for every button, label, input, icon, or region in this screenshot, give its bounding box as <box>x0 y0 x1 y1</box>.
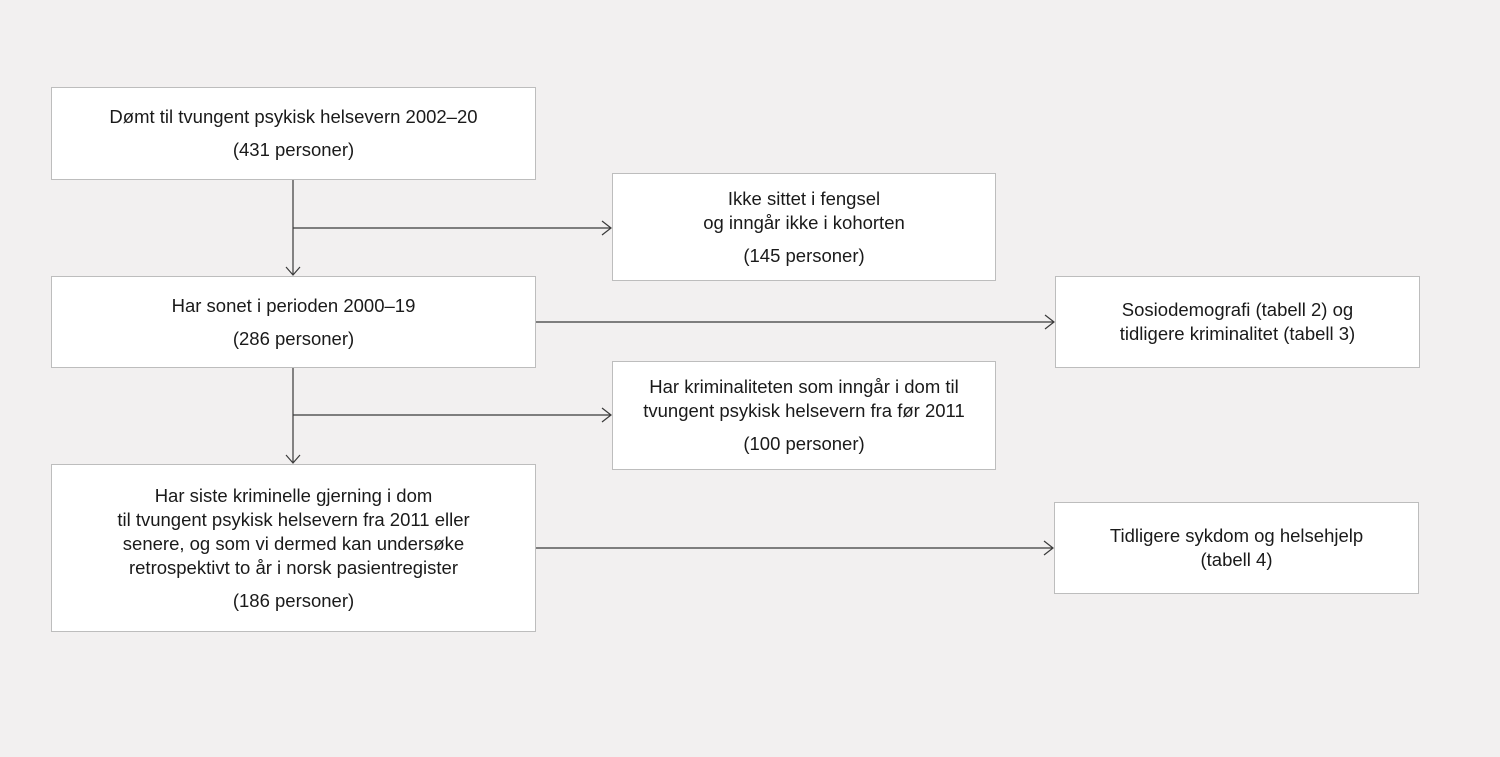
box-text: Sosiodemografi (tabell 2) og <box>1121 299 1354 320</box>
box-text: senere, og som vi dermed kan undersøke <box>122 532 465 554</box>
box-text: til tvungent psykisk helsevern fra 2011 … <box>117 508 470 530</box>
box-text: (tabell 4) <box>1200 549 1273 570</box>
person-count: (145 personer) <box>743 244 865 266</box>
person-count: (100 personer) <box>743 433 865 454</box>
box-excluded-no-prison: Ikke sittet i fengsel og inngår ikke i k… <box>612 173 996 281</box>
box-served-sentence: Har sonet i perioden 2000–19 (286 person… <box>51 276 536 368</box>
box-text: Dømt til tvungent psykisk helsevern 2002… <box>109 106 478 127</box>
box-final-cohort: Har siste kriminelle gjerning i dom til … <box>51 464 536 632</box>
box-text: Tidligere sykdom og helsehjelp <box>1109 525 1364 546</box>
box-text: Ikke sittet i fengsel <box>727 187 881 209</box>
arrowhead-before-2011 <box>601 407 612 423</box>
box-prior-illness: Tidligere sykdom og helsehjelp (tabell 4… <box>1054 502 1419 594</box>
box-text: retrospektivt to år i norsk pasientregis… <box>128 556 459 578</box>
box-text: tvungent psykisk helsevern fra før 2011 <box>643 400 965 421</box>
person-count: (431 personer) <box>232 139 355 160</box>
arrowhead-final <box>285 454 301 464</box>
box-text: Har kriminaliteten som inngår i dom til <box>649 376 959 397</box>
box-convicted-total: Dømt til tvungent psykisk helsevern 2002… <box>51 87 536 180</box>
box-text: Har siste kriminelle gjerning i dom <box>154 484 433 506</box>
arrowhead-served <box>285 266 301 276</box>
box-text: Har sonet i perioden 2000–19 <box>171 294 416 316</box>
person-count: (286 personer) <box>232 327 355 349</box>
box-text: og inngår ikke i kohorten <box>703 211 905 233</box>
box-crime-before-2011: Har kriminaliteten som inngår i dom til … <box>612 361 996 470</box>
arrowhead-excluded <box>601 220 612 236</box>
box-text: tidligere kriminalitet (tabell 3) <box>1119 323 1356 344</box>
person-count: (186 personer) <box>232 589 355 611</box>
arrowhead-prior-illness <box>1043 540 1054 556</box>
arrowhead-sociodemography <box>1044 314 1055 330</box>
box-sociodemography: Sosiodemografi (tabell 2) og tidligere k… <box>1055 276 1420 368</box>
